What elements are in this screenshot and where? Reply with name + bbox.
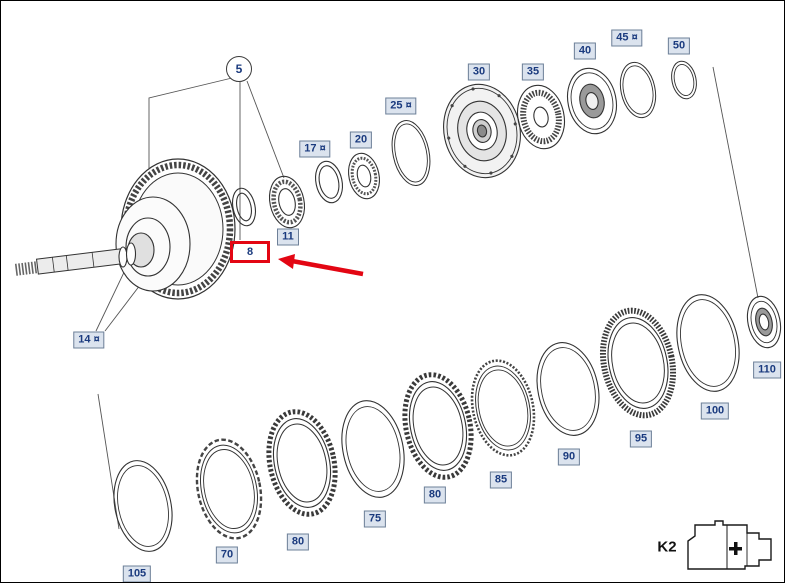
part-75-steel-plate: [341, 400, 405, 498]
callout-100[interactable]: 100: [700, 402, 730, 420]
part-70-wave-spring: [195, 438, 263, 540]
callout-40[interactable]: 40: [573, 42, 597, 60]
part-20-bearing: [348, 152, 380, 200]
callout-8[interactable]: 8: [246, 246, 254, 258]
callout-25[interactable]: 25 ¤: [385, 97, 417, 115]
callout-110[interactable]: 110: [753, 361, 781, 379]
selection-arrow: [278, 254, 364, 277]
callout-50[interactable]: 50: [667, 37, 691, 55]
part-80-friction-plate-2: [402, 372, 474, 480]
callout-14[interactable]: 14 ¤: [73, 331, 105, 349]
callout-85[interactable]: 85: [489, 471, 513, 489]
part-11-bearing: [268, 175, 306, 229]
part-40-bearing-assembly: [566, 67, 618, 135]
part-8-snap-ring: [231, 187, 257, 227]
part-90-steel-plate: [536, 342, 600, 436]
callout-70[interactable]: 70: [215, 546, 239, 564]
callout-80a[interactable]: 80: [286, 533, 310, 551]
callout-80b[interactable]: 80: [423, 486, 447, 504]
callout-11[interactable]: 11: [277, 228, 299, 246]
callout-5[interactable]: 5: [226, 56, 252, 82]
highlight-box-part-8: 8: [230, 241, 270, 263]
part-30-pump-housing: [443, 83, 521, 179]
callout-35[interactable]: 35: [521, 63, 545, 81]
callout-17[interactable]: 17 ¤: [299, 140, 331, 158]
callout-45[interactable]: 45 ¤: [611, 29, 643, 47]
k2-location-icon: [687, 520, 772, 570]
part-80-friction-plate-1: [266, 409, 338, 517]
part-105-ring: [113, 460, 173, 552]
callout-75[interactable]: 75: [363, 510, 387, 528]
part-25-seal-ring: [391, 120, 431, 186]
part-95-gear-ring: [599, 307, 677, 419]
part-100-ring: [676, 294, 740, 392]
callout-30[interactable]: 30: [467, 63, 491, 81]
callout-90[interactable]: 90: [557, 448, 581, 466]
part-45-ring: [619, 61, 657, 119]
part-17-ring: [315, 160, 343, 204]
clutch-drum-assembly: [14, 158, 236, 300]
callout-20[interactable]: 20: [349, 131, 373, 149]
part-50-ring: [671, 60, 697, 100]
callout-95[interactable]: 95: [629, 430, 653, 448]
part-110-hub-ring: [746, 295, 782, 349]
leader-lines: [95, 66, 759, 530]
input-shaft: [14, 248, 125, 276]
part-85-toothed-ring: [470, 359, 536, 457]
clutch-group-label: K2: [657, 538, 677, 556]
callout-105[interactable]: 105: [122, 565, 152, 582]
